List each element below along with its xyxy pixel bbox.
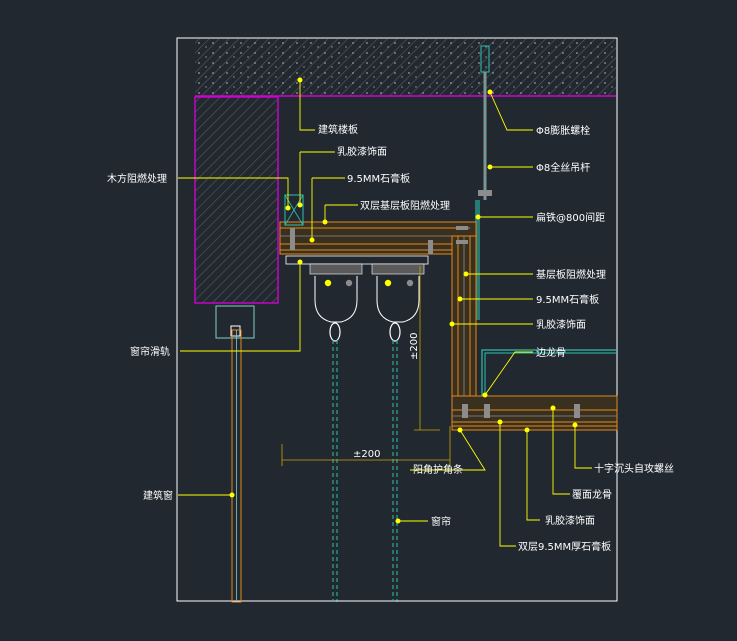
label-dim-vertical: ±200 xyxy=(409,333,420,360)
label-double-base-board: 双层基层板阻燃处理 xyxy=(360,199,450,212)
label-flat-iron: 扁铁@800间距 xyxy=(536,211,605,224)
label-edge-keel: 边龙骨 xyxy=(536,346,566,359)
label-base-board-fireproof: 基层板阻燃处理 xyxy=(536,268,606,281)
label-curtain-track: 窗帘滑轨 xyxy=(130,345,170,358)
floor-slab xyxy=(195,39,616,97)
building-window xyxy=(231,329,242,603)
label-latex-paint-top: 乳胶漆饰面 xyxy=(337,145,387,158)
labels: 建筑楼板 乳胶漆饰面 木方阻燃处理 9.5MM石膏板 双层基层板阻燃处理 Φ8膨… xyxy=(107,123,674,553)
curtain-track xyxy=(285,255,429,342)
label-latex-paint-side: 乳胶漆饰面 xyxy=(536,318,586,331)
label-cover-keel: 覆面龙骨 xyxy=(572,488,612,501)
label-building-window: 建筑窗 xyxy=(143,489,173,502)
label-anchor-bolt: Φ8膨胀螺栓 xyxy=(536,124,590,137)
label-dim-horizontal: ±200 xyxy=(353,449,380,460)
leaders xyxy=(178,80,592,547)
label-curtain: 窗帘 xyxy=(431,515,451,528)
label-floor-slab: 建筑楼板 xyxy=(318,123,358,136)
dimensions xyxy=(281,266,451,466)
edge-keel xyxy=(481,349,617,400)
leader-dots xyxy=(229,77,578,524)
label-latex-paint-ceiling: 乳胶漆饰面 xyxy=(545,514,595,527)
label-gypsum-top: 9.5MM石膏板 xyxy=(347,172,410,185)
label-cross-screw: 十字沉头自攻螺丝 xyxy=(594,462,674,475)
label-timber-fireproof: 木方阻燃处理 xyxy=(107,172,167,185)
concrete-beam xyxy=(194,96,279,304)
label-corner-guard: 阳角护角条 xyxy=(413,463,463,476)
ceiling-boards xyxy=(451,395,618,431)
window-head xyxy=(215,305,255,339)
base-board-top xyxy=(279,221,477,255)
threaded-rod xyxy=(475,45,492,320)
label-double-gypsum: 双层9.5MM厚石膏板 xyxy=(518,540,611,553)
curtain-box-side xyxy=(451,235,477,427)
label-threaded-rod: Φ8全丝吊杆 xyxy=(536,161,590,174)
curtain-fabric xyxy=(245,340,400,602)
fasteners xyxy=(290,226,468,254)
label-gypsum-side: 9.5MM石膏板 xyxy=(536,293,599,306)
